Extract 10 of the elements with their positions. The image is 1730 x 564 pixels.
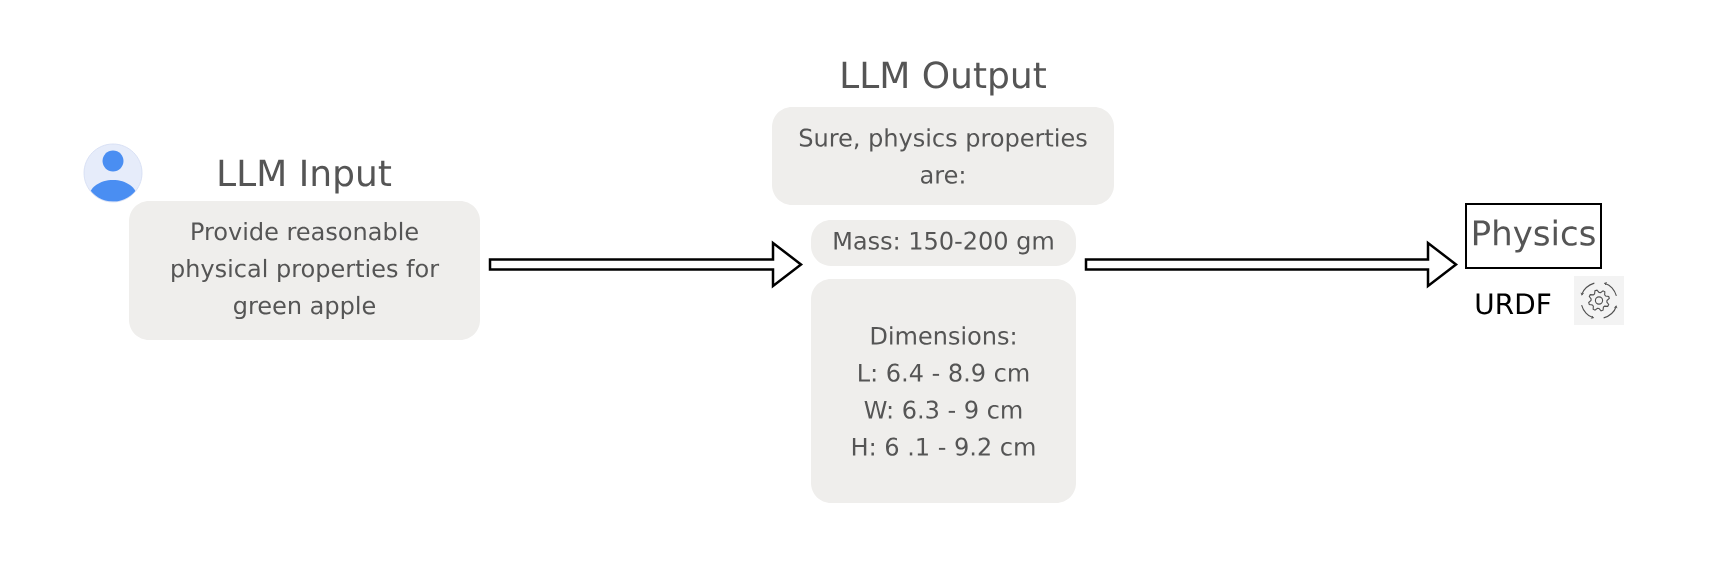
chat-bubble: Mass: 150-200 gm — [811, 220, 1076, 266]
block-arrow — [1084, 240, 1459, 289]
heading: LLM Input — [219, 159, 392, 194]
chat-bubble: Provide reasonable physical properties for green apple — [129, 201, 480, 340]
text-box: Physics — [1465, 203, 1602, 269]
heading: LLM Output — [842, 61, 1046, 96]
chat-bubble: Sure, physics properties are: — [772, 107, 1114, 205]
block-arrow — [488, 240, 804, 289]
node-label: URDF — [1476, 293, 1551, 315]
chat-bubble: Dimensions: L: 6.4 - 8.9 cm W: 6.3 - 9 cm H: 6 .1 - 9.2 cm — [811, 279, 1076, 503]
